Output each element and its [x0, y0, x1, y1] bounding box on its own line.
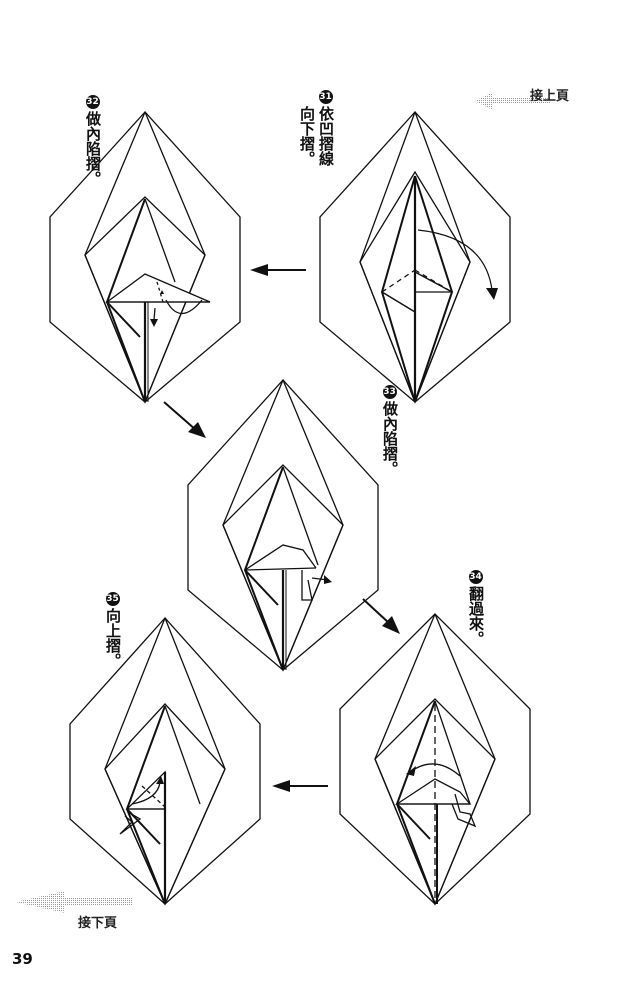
step-31-label: 31 依凹摺線 向下摺。 — [298, 90, 335, 166]
step-34-text: 翻過來。 — [467, 586, 485, 646]
step-34-label: 34 翻過來。 — [467, 570, 485, 646]
flow-arrow-33-to-34-icon — [362, 598, 400, 634]
step-34-diagram — [339, 613, 531, 906]
prev-page-label[interactable]: 接上頁 — [530, 89, 570, 104]
step-33-diagram — [187, 379, 379, 672]
step-35-diagram — [69, 617, 261, 906]
step-32-diagram — [49, 111, 241, 404]
step-32-number: 32 — [85, 95, 100, 109]
step-31-text-col1: 依凹摺線 — [317, 106, 335, 166]
step-31-text-col2: 向下摺。 — [298, 106, 316, 166]
next-page-label[interactable]: 接下頁 — [78, 916, 118, 931]
step-31-diagram — [319, 111, 511, 404]
step-32-text: 做內陷摺。 — [84, 111, 102, 186]
step-33-text: 做內陷摺。 — [381, 401, 399, 476]
flow-arrow-32-to-33-icon — [163, 401, 206, 438]
step-32-label: 32 做內陷摺。 — [84, 95, 102, 186]
flow-arrow-34-to-35-icon — [272, 780, 328, 792]
next-page-arrow-icon[interactable] — [15, 890, 135, 914]
step-34-number: 34 — [468, 570, 483, 584]
step-33-number: 33 — [382, 385, 397, 399]
step-31-number: 31 — [318, 90, 333, 104]
step-33-label: 33 做內陷摺。 — [381, 385, 399, 476]
step-35-text: 向上摺。 — [104, 608, 122, 668]
prev-page-arrow-icon[interactable] — [475, 90, 550, 112]
page-number: 39 — [12, 950, 33, 968]
step-35-number: 35 — [105, 592, 120, 606]
flow-arrow-31-to-32-icon — [250, 264, 306, 276]
step-35-label: 35 向上摺。 — [104, 592, 122, 668]
